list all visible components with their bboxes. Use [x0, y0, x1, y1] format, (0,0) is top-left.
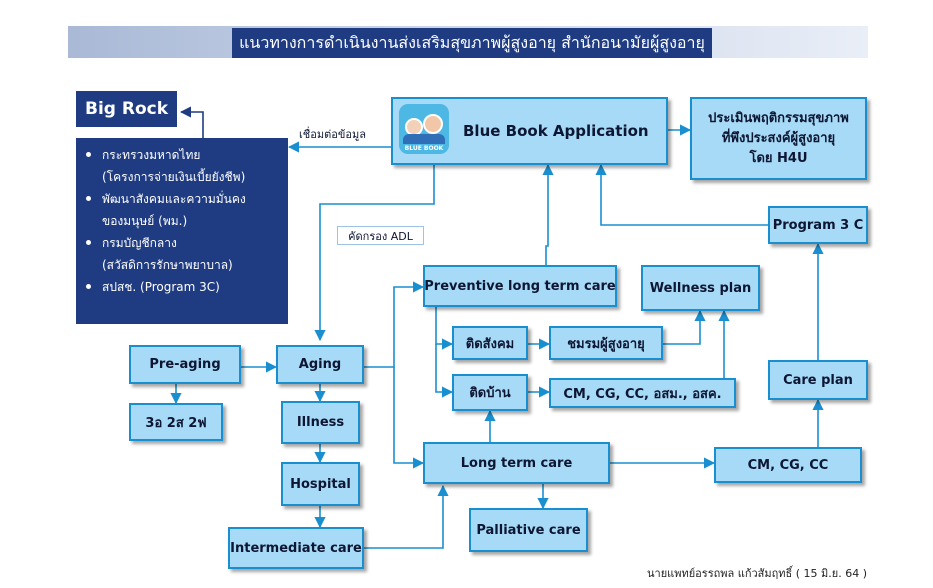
- node-label: ชมรมผู้สูงอายุ: [567, 336, 645, 352]
- node-label: Care plan: [783, 372, 853, 388]
- bullet-icon: [86, 152, 91, 157]
- arrow-aging-to-ltc: [393, 367, 425, 469]
- node-cm-cg-cc-osm: CM, CG, CC, อสม., อสค.: [549, 378, 736, 408]
- node-label: CM, CG, CC: [747, 457, 829, 473]
- node-label: Pre-aging: [149, 357, 221, 372]
- node-wellness-plan: Wellness plan: [641, 265, 760, 311]
- node-social-bound: ติดสังคม: [452, 326, 528, 360]
- connect-data-label: เชื่อมต่อข้อมูล: [299, 128, 366, 141]
- node-label: Long term care: [460, 455, 573, 471]
- node-aging: Aging: [276, 345, 364, 384]
- node-label: Palliative care: [476, 522, 581, 538]
- node-label: ติดสังคม: [465, 336, 515, 352]
- node-label: CM, CG, CC, อสม., อสค.: [563, 386, 722, 402]
- node-assessment-h4u: ประเมินพฤติกรรมสุขภาพ ที่พึงประสงค์ผู้สู…: [690, 97, 867, 180]
- author-credit: นายแพทย์อรรถพล แก้วสัมฤทธิ์ ( 15 มิ.ย. 6…: [647, 567, 868, 580]
- arrow-program3c-to-app: [595, 163, 768, 226]
- node-label: Hospital: [290, 476, 351, 492]
- bullet-icon: [86, 196, 91, 201]
- big-rock-heading: Big Rock: [76, 91, 177, 127]
- node-label: Program 3 C: [772, 217, 864, 233]
- blue-book-logo: BLUE BOOK: [399, 104, 449, 154]
- node-3o-2s-2f: 3อ 2ส 2ฟ: [129, 403, 223, 441]
- big-rock-item: กระทรวงมหาดไทย (โครงการจ่ายเงินเบี้ยยังชี…: [86, 144, 280, 188]
- node-label: ติดบ้าน: [469, 386, 511, 401]
- node-care-plan: Care plan: [768, 360, 868, 400]
- bullet-icon: [86, 284, 91, 289]
- node-long-term-care: Long term care: [423, 442, 610, 484]
- node-intermediate-care: Intermediate care: [228, 527, 364, 569]
- logo-body-shape: [403, 134, 445, 144]
- node-label: 3อ 2ส 2ฟ: [145, 415, 207, 431]
- arrow-wellness-to-app: [542, 163, 554, 265]
- arrow-intermediate-to-ltc: [364, 484, 449, 549]
- node-label: Intermediate care: [230, 540, 362, 556]
- node-preventive-ltc: Preventive long term care: [423, 265, 617, 307]
- node-label: Preventive long term care: [424, 278, 616, 294]
- big-rock-item-line: กรมบัญชีกลาง: [102, 236, 177, 250]
- big-rock-item: กรมบัญชีกลาง (สวัสดิการรักษาพยาบาล): [86, 232, 280, 276]
- node-pre-aging: Pre-aging: [129, 345, 241, 384]
- node-hospital: Hospital: [281, 462, 360, 506]
- big-rock-item-line: กระทรวงมหาดไทย: [102, 148, 201, 162]
- node-palliative-care: Palliative care: [469, 508, 588, 552]
- arrow-preventive-to-social: [435, 307, 454, 350]
- arrow-aging-to-preventive: [364, 281, 425, 368]
- node-label-line: ประเมินพฤติกรรมสุขภาพ: [708, 110, 849, 126]
- node-illness: Illness: [281, 401, 360, 444]
- logo-text: BLUE BOOK: [404, 145, 444, 152]
- arrow-app-to-aging-adl: [314, 165, 435, 342]
- big-rock-item-line: ของมนุษย์ (พม.): [102, 214, 188, 228]
- big-rock-item-line: (โครงการจ่ายเงินเบี้ยยังชีพ): [102, 170, 246, 184]
- big-rock-item-line: สปสช. (Program 3C): [102, 280, 220, 294]
- bullet-icon: [86, 240, 91, 245]
- node-home-bound: ติดบ้าน: [452, 374, 528, 411]
- node-label: Wellness plan: [649, 280, 752, 296]
- big-rock-item-line: พัฒนาสังคมและความมั่นคง: [102, 192, 246, 206]
- node-label-line: โดย H4U: [749, 150, 808, 166]
- node-elderly-club: ชมรมผู้สูงอายุ: [549, 326, 663, 360]
- node-label: Aging: [298, 357, 342, 372]
- node-cm-cg-cc: CM, CG, CC: [714, 447, 862, 483]
- screen-adl-label: คัดกรอง ADL: [337, 226, 424, 245]
- big-rock-item: พัฒนาสังคมและความมั่นคงของมนุษย์ (พม.): [86, 188, 280, 232]
- big-rock-panel: กระทรวงมหาดไทย (โครงการจ่ายเงินเบี้ยยังชี…: [76, 138, 288, 324]
- node-label: Illness: [296, 415, 345, 430]
- big-rock-item-line: (สวัสดิการรักษาพยาบาล): [102, 258, 233, 272]
- node-program-3c: Program 3 C: [768, 206, 868, 244]
- arrow-bigrock-from-panel: [179, 106, 204, 138]
- arrow-club-to-wellness: [663, 309, 706, 345]
- elderly-person-icon: [423, 114, 443, 134]
- big-rock-item: สปสช. (Program 3C): [86, 276, 280, 298]
- arrow-preventive-to-home: [435, 344, 454, 398]
- node-label: Blue Book Application: [463, 122, 649, 140]
- node-label-line: ที่พึงประสงค์ผู้สูงอายุ: [721, 130, 836, 146]
- page-title: แนวทางการดำเนินงานส่งเสริมสุขภาพผู้สูงอา…: [232, 28, 712, 58]
